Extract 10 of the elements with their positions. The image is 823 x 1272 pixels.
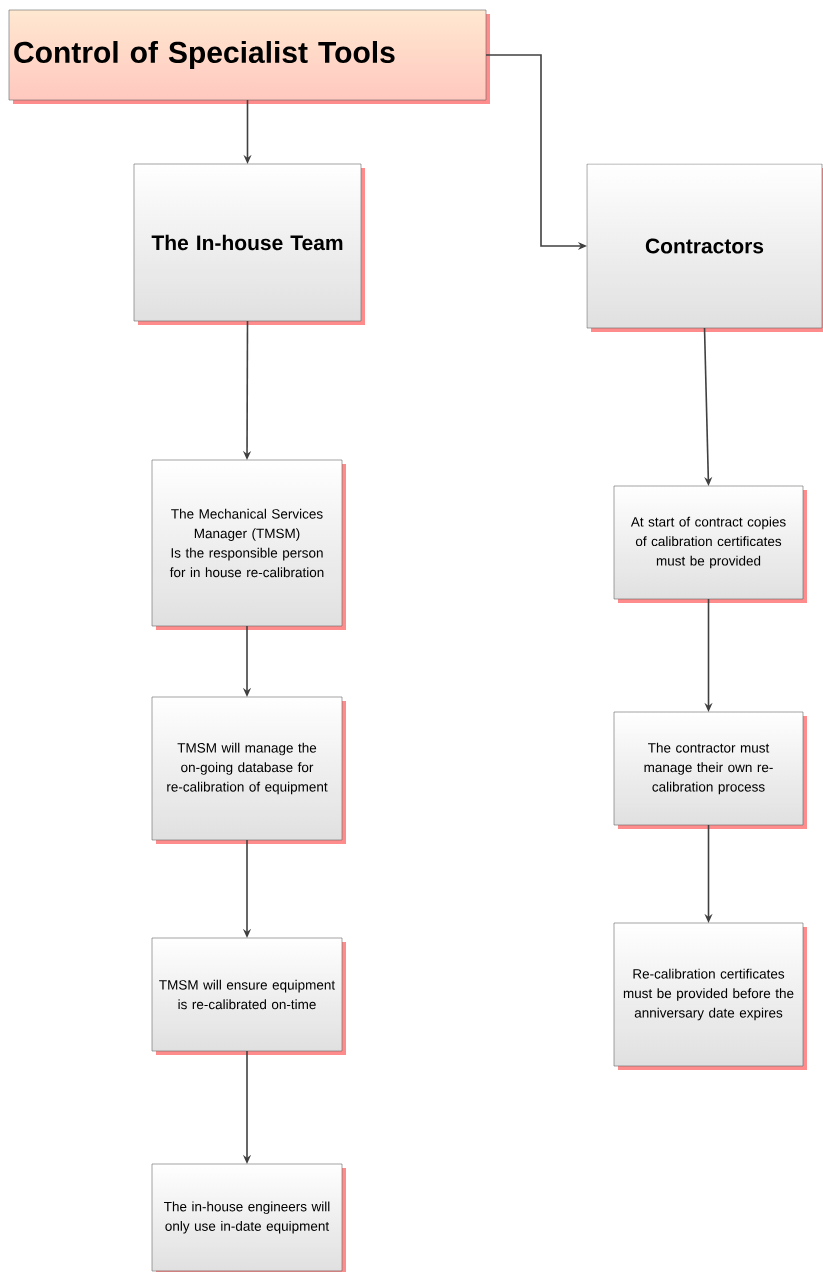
process-box: The Mechanical Services Manager (TMSM) Is the responsible person for in house re-calibration: [151, 459, 346, 630]
process-box: The In-house Team: [133, 163, 365, 325]
process-box: At start of contract copies of calibration certificates must be provided: [613, 485, 807, 603]
process-box: The contractor must manage their own re-calibration process: [613, 711, 807, 829]
process-box: Re-calibration certificates must be provided before the anniversary date expires: [613, 922, 807, 1070]
process-box: TMSM will manage the on-going database for re-calibration of equipment: [151, 696, 346, 844]
process-box: Contractors: [586, 163, 823, 332]
title-box: Control of Specialist Tools: [8, 9, 490, 104]
process-box: TMSM will ensure equipment is re-calibrated on-time: [151, 937, 346, 1055]
process-box: The in-house engineers will only use in-date equipment: [151, 1163, 346, 1272]
